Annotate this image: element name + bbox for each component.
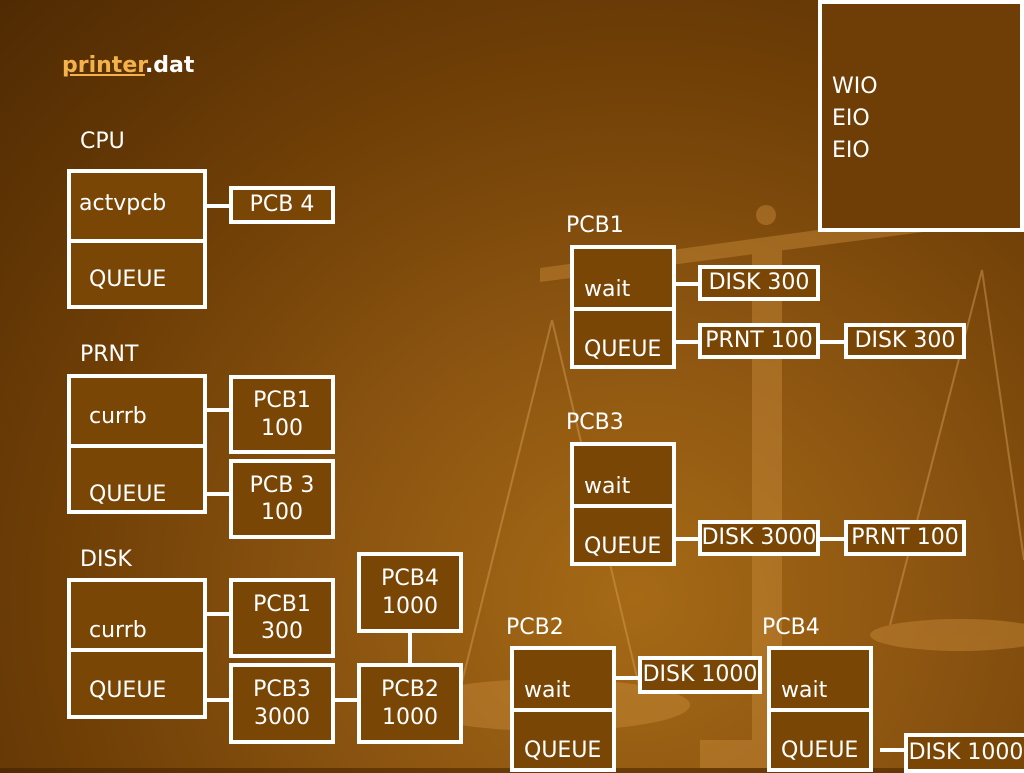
pcb1-wait-field: wait xyxy=(584,277,631,302)
event-item: EIO xyxy=(832,106,870,131)
prnt-control-block: currb QUEUE xyxy=(67,374,207,514)
pcb3-wait-field: wait xyxy=(584,474,631,499)
prnt-top-field: currb xyxy=(89,404,147,429)
pcb1-wait-link xyxy=(676,282,700,286)
file-title: printer.dat xyxy=(62,53,194,78)
cpu-label: CPU xyxy=(80,129,125,154)
disk-queue-link xyxy=(335,698,359,702)
pcb3-divider xyxy=(570,504,676,508)
pcb1-control-block: wait QUEUE xyxy=(570,245,676,369)
cpu-control-block: actvpcb QUEUE xyxy=(67,169,207,309)
prnt-queue-link xyxy=(207,492,231,496)
pcb2-divider xyxy=(510,708,616,712)
disk-queue-node: PCB3 3000 xyxy=(229,663,335,744)
prnt-divider xyxy=(67,444,207,448)
cpu-top-field: actvpcb xyxy=(79,191,167,216)
pcb4-queue-node: DISK 1000 xyxy=(904,733,1024,773)
disk-queue-link-vertical xyxy=(408,632,412,664)
disk-current-link xyxy=(207,612,231,616)
pcb3-control-block: wait QUEUE xyxy=(570,442,676,566)
pcb3-queue-link xyxy=(676,537,700,541)
pcb2-wait-node: DISK 1000 xyxy=(638,656,762,694)
pcb3-queue-node: PRNT 100 xyxy=(844,520,966,556)
pcb2-control-block: wait QUEUE xyxy=(510,646,616,772)
pcb1-queue-link xyxy=(820,340,846,344)
pcb1-queue-node: DISK 300 xyxy=(844,323,966,359)
disk-queue-node: PCB2 1000 xyxy=(357,663,463,744)
pcb3-queue-node: DISK 3000 xyxy=(698,520,820,556)
prnt-queue-node: PCB 3 100 xyxy=(229,459,335,539)
pcb3-queue-field: QUEUE xyxy=(584,534,662,559)
pcb4-wait-field: wait xyxy=(781,678,828,703)
prnt-current-link xyxy=(207,408,231,412)
pcb4-label: PCB4 xyxy=(762,615,820,640)
disk-queue-link xyxy=(207,698,231,702)
pcb1-divider xyxy=(570,307,676,311)
disk-label: DISK xyxy=(80,547,132,572)
disk-queue-node: PCB4 1000 xyxy=(357,552,463,633)
cpu-link xyxy=(207,204,231,208)
disk-control-block: currb QUEUE xyxy=(67,578,207,719)
pcb2-wait-field: wait xyxy=(524,678,571,703)
pcb2-wait-link xyxy=(616,676,640,680)
event-list-box: WIO EIO EIO xyxy=(818,0,1024,232)
pcb3-queue-link xyxy=(820,537,846,541)
cpu-pointer-node: PCB 4 xyxy=(229,186,335,224)
pcb1-queue-link xyxy=(676,340,700,344)
prnt-queue-field: QUEUE xyxy=(89,482,167,507)
prnt-current-node: PCB1 100 xyxy=(229,375,335,454)
pcb4-queue-field: QUEUE xyxy=(781,738,859,763)
pcb1-wait-node: DISK 300 xyxy=(698,265,820,301)
file-title-suffix: .dat xyxy=(144,53,195,78)
disk-top-field: currb xyxy=(89,618,147,643)
disk-divider xyxy=(67,648,207,652)
event-item: WIO xyxy=(832,74,878,99)
cpu-divider xyxy=(67,239,207,243)
cpu-queue-field: QUEUE xyxy=(89,267,167,292)
disk-queue-field: QUEUE xyxy=(89,678,167,703)
pcb4-queue-link xyxy=(880,748,906,752)
pcb2-queue-field: QUEUE xyxy=(524,738,602,763)
pcb1-queue-field: QUEUE xyxy=(584,337,662,362)
pcb2-label: PCB2 xyxy=(506,615,564,640)
pcb4-control-block: wait QUEUE xyxy=(767,646,873,772)
pcb3-label: PCB3 xyxy=(566,410,624,435)
file-title-link[interactable]: printer xyxy=(62,53,145,78)
pcb4-divider xyxy=(767,708,873,712)
pcb1-queue-node: PRNT 100 xyxy=(698,323,820,359)
prnt-label: PRNT xyxy=(80,342,139,367)
pcb1-label: PCB1 xyxy=(566,213,624,238)
event-item: EIO xyxy=(832,138,870,163)
disk-current-node: PCB1 300 xyxy=(229,578,335,658)
